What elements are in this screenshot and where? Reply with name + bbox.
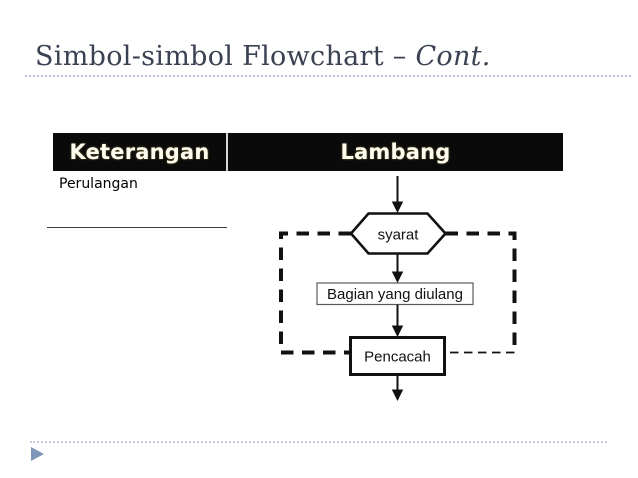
flow-arrow-down-2 xyxy=(391,254,404,283)
counter-label: Pencacah xyxy=(364,349,431,366)
counter-box xyxy=(349,336,446,376)
flow-arrow-down-4 xyxy=(391,375,404,401)
header-cell-lambang: Lambang xyxy=(340,140,451,164)
page-title-cont: Cont. xyxy=(415,41,491,72)
loop-body-box xyxy=(316,282,474,306)
signature-line xyxy=(47,227,227,228)
row-label-perulangan: Perulangan xyxy=(59,176,138,192)
decision-hexagon xyxy=(349,212,448,255)
flow-arrow-down-3 xyxy=(391,304,404,337)
title-divider xyxy=(25,75,631,77)
flow-arrow-down-1 xyxy=(391,176,404,213)
page-title-main: Simbol-simbol Flowchart – xyxy=(35,41,416,72)
loop-dashed-right xyxy=(445,231,517,353)
footer-divider xyxy=(30,441,607,443)
page-title: Simbol-simbol Flowchart – Cont. xyxy=(35,41,491,72)
loop-dashed-left xyxy=(279,231,351,355)
header-cell-keterangan: Keterangan xyxy=(69,140,210,164)
header-column-divider xyxy=(226,133,228,171)
decision-label: syarat xyxy=(378,227,420,244)
loop-body-label: Bagian yang diulang xyxy=(327,286,463,303)
table-header: Keterangan Lambang xyxy=(53,133,563,171)
triangle-bullet-icon xyxy=(31,447,44,461)
